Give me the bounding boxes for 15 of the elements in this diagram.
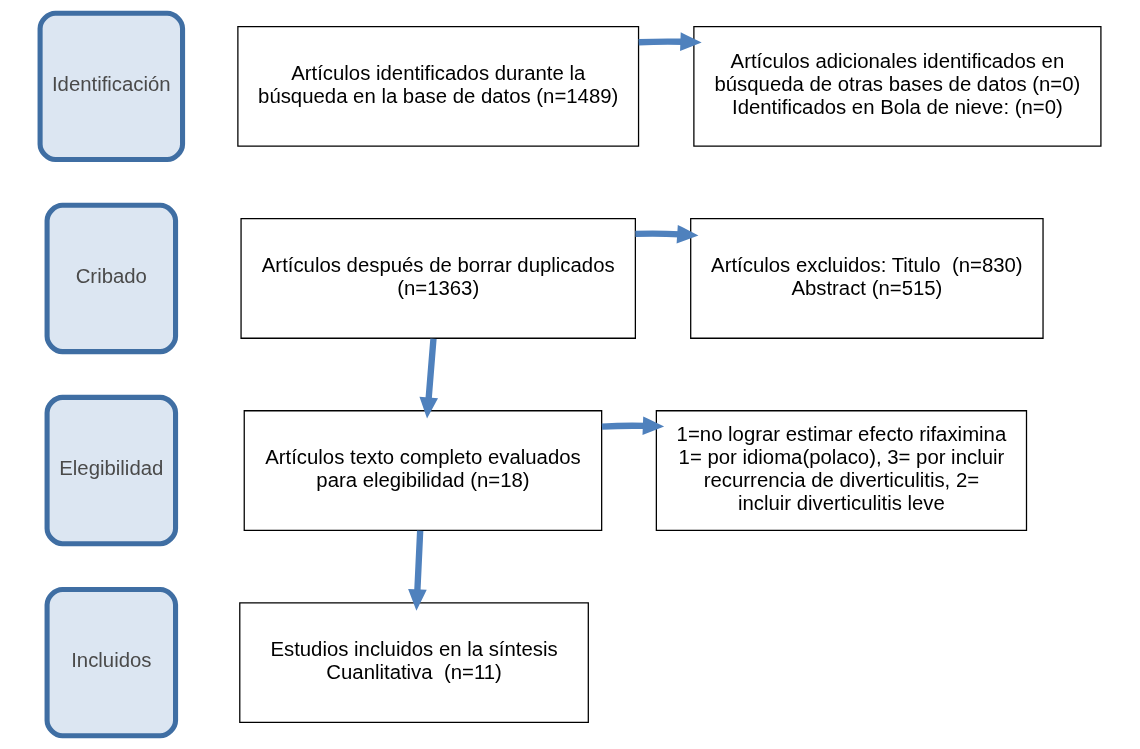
node-box: Artículos después de borrar duplicados (n=1363) [239, 218, 636, 339]
arrow [418, 338, 438, 419]
node-box: Elegibilidad [44, 394, 178, 547]
node-box: 1=no lograr estimar efecto rifaximina 1= por idioma(polaco), 3= por incluir recurrencia de diverticulitis, 2= incluir diverticulitis leve [655, 410, 1027, 531]
node-box: Artículos excluidos: Titulo (n=830) Abstract (n=515) [689, 218, 1044, 339]
node-box: Artículos adicionales identificados en búsqueda de otras bases de datos (n=0) Identificados en Bola de nieve: (n=0) [692, 26, 1102, 147]
arrow [634, 224, 698, 244]
node-box: Artículos identificados durante la búsqueda en la base de datos (n=1489) [236, 26, 639, 147]
arrow [407, 530, 427, 611]
node-box: Estudios incluidos en la síntesis Cuanlitativa (n=11) [238, 602, 589, 723]
node-box: Incluidos [44, 586, 178, 739]
arrow [601, 416, 664, 436]
node-box: Identificación [37, 10, 185, 163]
node-box: Artículos texto completo evaluados para elegibilidad (n=18) [243, 410, 602, 531]
node-box: Cribado [44, 202, 178, 355]
